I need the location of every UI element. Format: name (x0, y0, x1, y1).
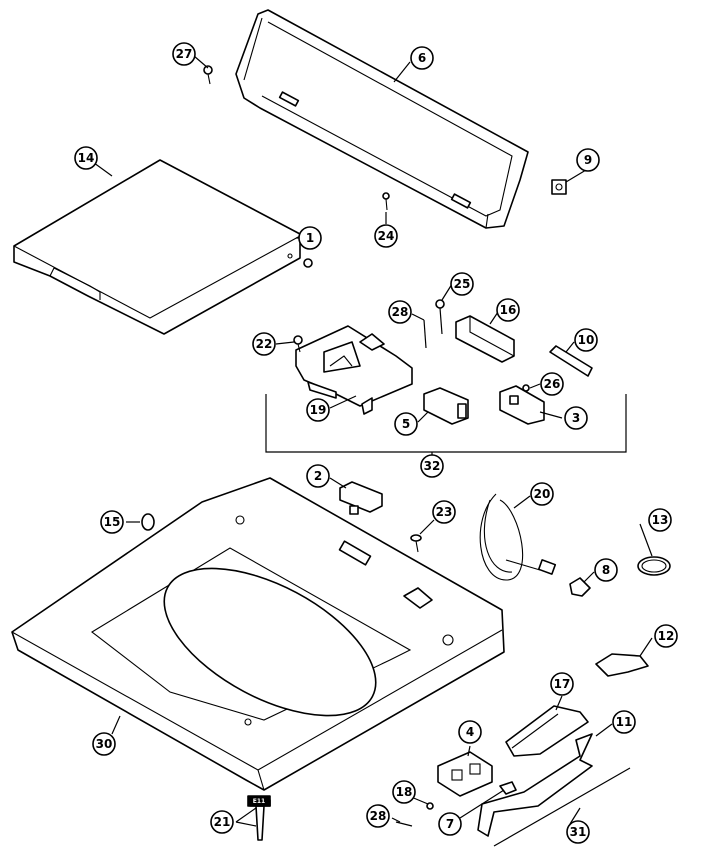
callout-13: 13 (648, 508, 672, 532)
callout-2: 2 (306, 464, 330, 488)
leader-lines (89, 55, 653, 827)
callout-12: 12 (654, 624, 678, 648)
callout-20-label: 20 (534, 487, 551, 501)
part-12-component (595, 653, 649, 677)
callout-18-label: 18 (396, 785, 413, 799)
screw-24-part (382, 192, 390, 211)
callout-2-label: 2 (314, 469, 322, 483)
callout-10-label: 10 (578, 333, 595, 347)
fuse-10-part (549, 345, 593, 377)
callout-15-label: 15 (104, 515, 121, 529)
screw-23-part (410, 534, 422, 553)
callout-11-label: 11 (616, 715, 633, 729)
callout-18: 18 (392, 780, 416, 804)
callout-21-label: 21 (214, 815, 231, 829)
callout-28-lower: 28 (366, 804, 390, 828)
callout-7-label: 7 (446, 817, 454, 831)
relay-16-part (455, 315, 515, 363)
callout-24-label: 24 (378, 229, 395, 243)
callout-4-label: 4 (466, 725, 474, 739)
tag-label: E11 (253, 798, 265, 805)
callout-7: 7 (438, 812, 462, 836)
callout-22-label: 22 (256, 337, 273, 351)
callout-1: 1 (298, 226, 322, 250)
group-31-bracket (493, 767, 631, 847)
switch-bracket-part (295, 325, 413, 415)
callout-23: 23 (432, 500, 456, 524)
part-17-component (505, 705, 589, 757)
callout-4: 4 (458, 720, 482, 744)
callout-16-label: 16 (500, 303, 517, 317)
callout-21: 21 (210, 810, 234, 834)
group-32-bracket (265, 394, 627, 453)
callout-9-label: 9 (584, 153, 592, 167)
callout-28-upper: 28 (388, 300, 412, 324)
callout-26-label: 26 (544, 377, 561, 391)
screw-22-part (293, 335, 303, 353)
callout-24: 24 (374, 224, 398, 248)
callout-32: 32 (420, 454, 444, 478)
power-cord-part (479, 493, 557, 581)
callout-27: 27 (172, 42, 196, 66)
screw-25-part (435, 299, 445, 335)
callout-14-label: 14 (78, 151, 95, 165)
part-8-component (569, 577, 591, 597)
part-15-component (141, 513, 155, 531)
callout-3-label: 3 (572, 411, 580, 425)
callout-19-label: 19 (310, 403, 327, 417)
screw-18-part (426, 802, 434, 810)
callout-17: 17 (550, 672, 574, 696)
callout-23-label: 23 (436, 505, 453, 519)
callout-31-label: 31 (570, 825, 587, 839)
callout-28-lower-label: 28 (370, 809, 387, 823)
ring-13-part (637, 556, 671, 576)
callout-28-upper-label: 28 (392, 305, 409, 319)
callout-27-label: 27 (176, 47, 193, 61)
callout-19: 19 (306, 398, 330, 422)
switch-5-part (423, 387, 469, 425)
callout-8: 8 (594, 558, 618, 582)
callout-13-label: 13 (652, 513, 669, 527)
callout-30-label: 30 (96, 737, 113, 751)
callout-6: 6 (410, 46, 434, 70)
callout-25: 25 (450, 272, 474, 296)
callout-14: 14 (74, 146, 98, 170)
switch-3-part (499, 385, 545, 425)
callout-22: 22 (252, 332, 276, 356)
callout-5-label: 5 (402, 417, 410, 431)
callout-3: 3 (564, 406, 588, 430)
part-4-component (437, 751, 493, 797)
callout-6-label: 6 (418, 51, 426, 65)
callout-31: 31 (566, 820, 590, 844)
tag-21: E11 (247, 795, 271, 807)
bumper-part (303, 258, 313, 268)
callout-9: 9 (576, 148, 600, 172)
callout-25-label: 25 (454, 277, 471, 291)
callout-17-label: 17 (554, 677, 571, 691)
callout-15: 15 (100, 510, 124, 534)
callout-5: 5 (394, 412, 418, 436)
lever-11-part (477, 733, 593, 837)
screw-28-upper-part (423, 319, 427, 349)
screw-28-lower-part (395, 821, 413, 827)
control-console-part (235, 9, 529, 229)
clip-9-part (551, 179, 567, 195)
callout-11: 11 (612, 710, 636, 734)
callout-20: 20 (530, 482, 554, 506)
callout-10: 10 (574, 328, 598, 352)
part-7-component (499, 781, 517, 795)
part-2-component (339, 481, 383, 515)
callout-1-label: 1 (306, 231, 314, 245)
callout-12-label: 12 (658, 629, 675, 643)
callout-26: 26 (540, 372, 564, 396)
top-cover-part (11, 477, 505, 791)
lid-part (13, 159, 301, 335)
callout-32-label: 32 (424, 459, 441, 473)
callout-30: 30 (92, 732, 116, 756)
callout-8-label: 8 (602, 563, 610, 577)
callout-16: 16 (496, 298, 520, 322)
screw-27-part (203, 65, 213, 85)
